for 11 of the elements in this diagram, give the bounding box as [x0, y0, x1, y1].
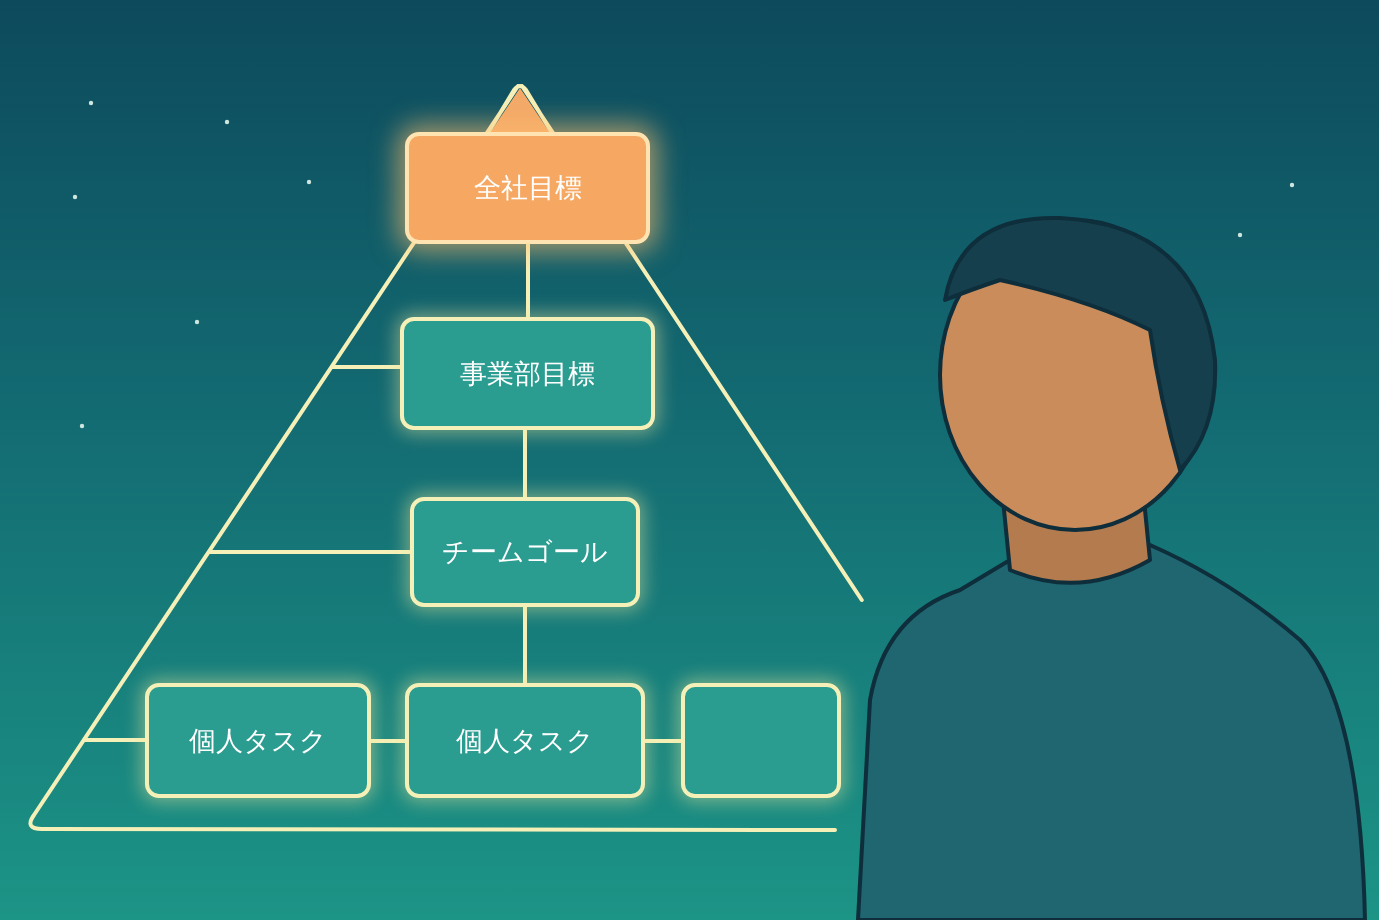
connector-line [371, 739, 405, 743]
goal-box: 全社目標 [405, 132, 650, 244]
goal-box: チームゴール [410, 497, 640, 607]
goal-box: 個人タスク [405, 683, 645, 798]
goal-box: 事業部目標 [400, 317, 655, 430]
connector-line [645, 739, 681, 743]
connector-line [526, 244, 530, 317]
empty-box [681, 683, 841, 798]
connector-line [523, 430, 527, 497]
goal-box: 個人タスク [145, 683, 371, 798]
connector-line [523, 607, 527, 683]
